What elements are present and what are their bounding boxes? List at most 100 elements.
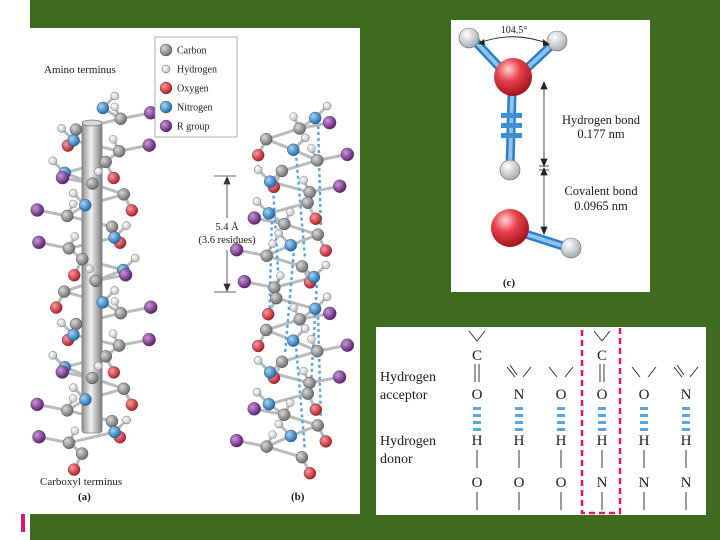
nitrogen-atom	[262, 207, 276, 220]
helix-pitch-residues: (3.6 residues)	[198, 235, 256, 246]
donor-atom-label: N	[639, 475, 650, 491]
carbon-atom	[69, 317, 83, 331]
acceptor-carbon-label: C	[472, 348, 482, 364]
acceptor-label-line1: Hydrogen	[380, 370, 436, 385]
hbond-dash	[640, 421, 648, 424]
carbon-atom	[277, 408, 291, 421]
helix-b-atoms	[229, 101, 355, 480]
hydrogen-atom	[300, 324, 310, 333]
alpha-helix-figure: Amino terminus Carboxyl terminus (a) (b)…	[14, 28, 360, 514]
hbond-dash	[640, 414, 648, 417]
r-group-atom	[30, 203, 44, 217]
hbond-dash	[515, 414, 523, 417]
hbond-dash	[682, 428, 690, 431]
hydrogen-atom	[70, 232, 80, 241]
hbond-dash	[640, 428, 648, 431]
carbon-atom	[75, 447, 89, 460]
r-group-atom	[142, 138, 156, 152]
carbon-atom	[69, 123, 83, 136]
acceptor-atom-label: O	[472, 387, 483, 403]
donor-atom-label: O	[514, 475, 525, 491]
hydrogen-atom	[253, 356, 263, 365]
r-group-atom	[332, 370, 347, 384]
helix-axis-rod-top	[81, 119, 103, 127]
carbon-atom	[260, 323, 273, 337]
panel-a-label: (a)	[78, 491, 91, 503]
hydrogen-atom	[57, 318, 66, 327]
r-group-atom	[323, 306, 337, 321]
helix-hydrogen-bond	[271, 189, 281, 291]
nitrogen-atom	[67, 328, 80, 341]
hydrogen-atom	[48, 351, 58, 360]
acceptor-carbon-label: C	[597, 348, 607, 364]
carbon-atom	[303, 376, 316, 390]
covalent-bond-title: Covalent bond	[564, 184, 638, 198]
carbon-atom	[260, 249, 273, 263]
hydrogen-atom-icon	[161, 64, 171, 74]
nitrogen-atom	[284, 429, 298, 443]
r-group-atom	[340, 338, 355, 352]
oxygen-atom	[319, 435, 332, 448]
hbond-dash	[557, 407, 565, 410]
bottom-left-margin-bar	[21, 514, 25, 532]
carbon-atom	[275, 355, 289, 368]
carboxyl-terminus-label: Carboxyl terminus	[40, 476, 122, 488]
covalent-bond-length: 0.0965 nm	[574, 199, 628, 213]
r-group-atom	[322, 115, 337, 130]
hbond-dash	[515, 421, 523, 424]
helix-pitch-bracket	[214, 175, 236, 293]
hydrogen-atom	[94, 167, 103, 176]
carbon-atom	[89, 274, 102, 288]
r-group-atom	[237, 274, 252, 289]
hydrogen-atom	[69, 383, 78, 392]
carbon-atom	[303, 185, 316, 199]
hydrogen-atom	[276, 271, 285, 280]
r-group-atom	[332, 179, 347, 193]
r-group-atom	[247, 211, 262, 225]
oxygen-atom	[251, 148, 265, 162]
donor-label-line2: donor	[380, 452, 413, 467]
oxygen-atom-icon	[159, 81, 173, 95]
hydrogen-atom	[299, 366, 308, 376]
helix-b-hydrogen-bonds	[267, 125, 323, 450]
carbon-atom	[301, 387, 315, 400]
helix-b-bonds	[236, 104, 348, 474]
hbond-pair-column: OHO	[548, 366, 574, 510]
oxygen-atom	[107, 171, 120, 185]
donor-atom-label: N	[597, 475, 608, 491]
carbon-atom	[62, 242, 76, 255]
bottom-water-oxygen-atom	[491, 209, 529, 247]
carbon-atom	[295, 260, 309, 273]
hbond-dash	[473, 428, 481, 431]
hbond-dash	[515, 407, 523, 410]
r-group-atom	[55, 365, 69, 379]
acceptor-atom-label: N	[514, 387, 525, 403]
carbon-atom	[293, 313, 306, 326]
oxygen-atom	[50, 301, 63, 314]
nitrogen-atom	[286, 334, 300, 347]
nitrogen-atom	[287, 143, 300, 157]
hbond-dash	[557, 421, 565, 424]
hydrogen-bond-length: 0.177 nm	[577, 127, 625, 141]
oxygen-atom	[125, 398, 138, 411]
hydrogen-atom	[110, 91, 120, 101]
hydrogen-atom	[286, 207, 295, 217]
nitrogen-atom-icon	[159, 100, 173, 114]
hydrogen-atom	[322, 101, 332, 111]
hydrogen-atom	[110, 297, 119, 306]
hbond-dash	[473, 407, 481, 410]
hydrogen-atom	[289, 112, 298, 121]
carbon-atom	[99, 155, 112, 169]
helix-a-atoms	[30, 91, 158, 476]
hydrogen-atom	[252, 388, 262, 397]
hbond-dash	[682, 421, 690, 424]
hydrogen-atom	[122, 415, 131, 425]
helix-hydrogen-bond	[295, 157, 307, 259]
legend-label: Oxygen	[177, 84, 209, 95]
hydrogen-atom	[301, 133, 310, 143]
hbond-pair-column: NHO	[506, 364, 532, 510]
top-water-hydrogen-atom-right	[546, 30, 568, 52]
hydrogen-atom	[69, 188, 78, 198]
